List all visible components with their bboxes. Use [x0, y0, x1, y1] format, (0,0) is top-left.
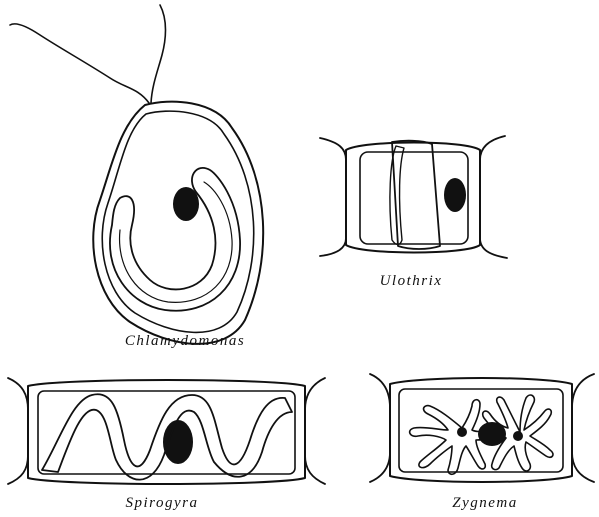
zygnema-nucleus [478, 422, 506, 446]
zygnema-neighbor-right [572, 374, 594, 482]
zygnema-label: Zygnema [452, 495, 518, 511]
spirogyra-label: Spirogyra [126, 495, 199, 511]
flagellum-right [151, 5, 166, 103]
ulothrix-neighbor-left [320, 138, 346, 256]
spirogyra-neighbor-right [305, 378, 325, 484]
zygnema-pyrenoid-left [457, 427, 467, 437]
ulothrix-neighbor-right [480, 136, 507, 258]
zygnema-neighbor-left [370, 374, 390, 482]
zygnema-cell: Zygnema [370, 374, 594, 511]
ulothrix-label: Ulothrix [380, 273, 443, 289]
chlamydomonas-pyrenoid [173, 187, 199, 221]
cell-membrane [102, 111, 253, 332]
chlamydomonas-label: Chlamydomonas [125, 333, 245, 349]
ulothrix-cell: Ulothrix [320, 136, 507, 289]
flagellum-left [10, 24, 149, 103]
chloroplast-cup [110, 168, 240, 311]
spirogyra-cell: Spirogyra [8, 378, 325, 511]
ulothrix-nucleus [444, 178, 466, 212]
chlamydomonas-cell: Chlamydomonas [10, 5, 263, 349]
spirogyra-neighbor-left [8, 378, 28, 484]
zygnema-pyrenoid-right [513, 431, 523, 441]
